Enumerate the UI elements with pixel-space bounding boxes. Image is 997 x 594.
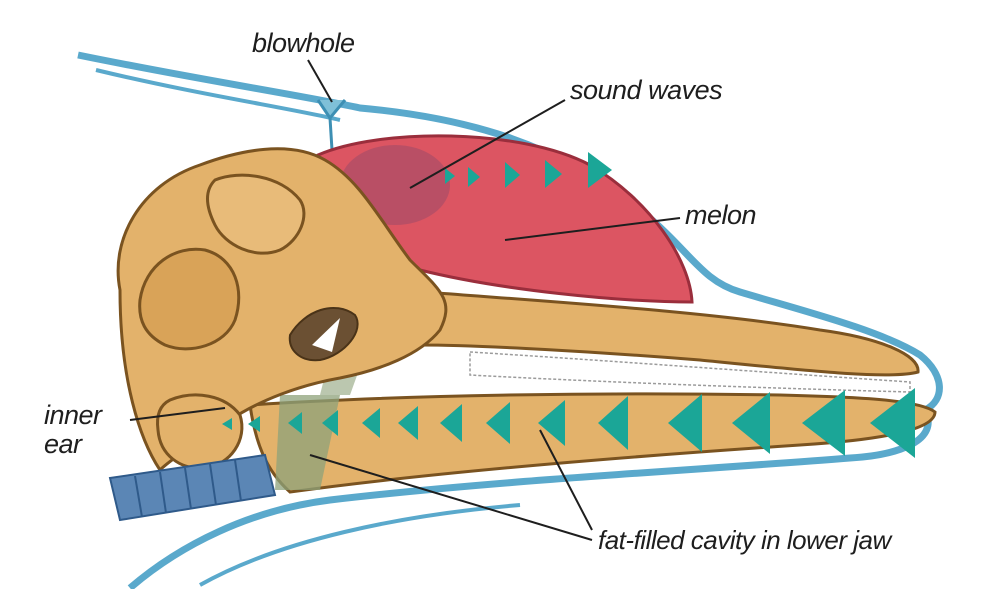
label-blowhole: blowhole	[252, 30, 355, 57]
label-sound-waves: sound waves	[570, 77, 722, 104]
label-fat-filled-cavity: fat-filled cavity in lower jaw	[598, 527, 891, 553]
blowhole-canal	[330, 118, 332, 150]
label-inner-ear-line2: ear	[44, 431, 82, 458]
label-inner-ear-line1: inner	[44, 402, 102, 429]
throat-rings	[110, 455, 275, 520]
inner-ear	[158, 395, 242, 468]
label-melon: melon	[685, 202, 756, 229]
